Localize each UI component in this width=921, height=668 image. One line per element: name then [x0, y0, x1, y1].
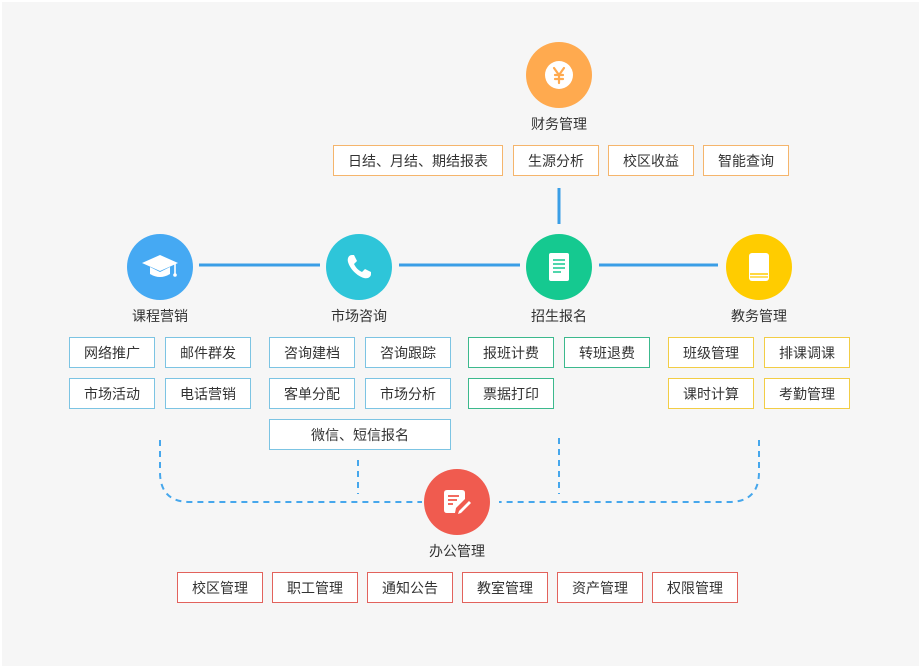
office-tag-permission-mgmt[interactable]: 权限管理: [652, 572, 738, 603]
office-tag-classroom-mgmt[interactable]: 教室管理: [462, 572, 548, 603]
edit-document-icon: [444, 490, 471, 514]
finance-node[interactable]: [526, 42, 592, 108]
finance-tag-smart-query[interactable]: 智能查询: [703, 145, 789, 176]
office-tag-campus-mgmt[interactable]: 校区管理: [177, 572, 263, 603]
office-tag-asset-mgmt[interactable]: 资产管理: [557, 572, 643, 603]
courses-title: 课程营销: [132, 309, 188, 325]
academic-tag-hours-calc[interactable]: 课时计算: [668, 378, 754, 409]
enroll-tag-transfer-refund[interactable]: 转班退费: [564, 337, 650, 368]
enroll-node[interactable]: [526, 234, 592, 300]
consult-title: 市场咨询: [331, 309, 387, 325]
courses-tag-mass-email[interactable]: 邮件群发: [165, 337, 251, 368]
graduation-cap-icon: [142, 255, 178, 277]
yen-coin-icon: [545, 61, 573, 89]
academic-node[interactable]: [726, 234, 792, 300]
courses-tag-market-events[interactable]: 市场活动: [69, 378, 155, 409]
courses-tag-online-promo[interactable]: 网络推广: [69, 337, 155, 368]
academic-tag-class-mgmt[interactable]: 班级管理: [668, 337, 754, 368]
consult-tag-create-file[interactable]: 咨询建档: [269, 337, 355, 368]
phone-icon: [347, 255, 371, 279]
enroll-tag-receipt-print[interactable]: 票据打印: [468, 378, 554, 409]
dashed-link-courses-office: [159, 440, 422, 503]
office-tag-staff-mgmt[interactable]: 职工管理: [272, 572, 358, 603]
academic-tag-scheduling[interactable]: 排课调课: [764, 337, 850, 368]
academic-tag-attendance[interactable]: 考勤管理: [764, 378, 850, 409]
office-title: 办公管理: [429, 544, 485, 560]
consult-tag-follow-up[interactable]: 咨询跟踪: [365, 337, 451, 368]
consult-node[interactable]: [326, 234, 392, 300]
book-icon: [749, 253, 769, 281]
courses-node[interactable]: [127, 234, 193, 300]
consult-tag-client-assign[interactable]: 客单分配: [269, 378, 355, 409]
finance-tag-reports[interactable]: 日结、月结、期结报表: [333, 145, 503, 176]
office-tag-notices[interactable]: 通知公告: [367, 572, 453, 603]
academic-title: 教务管理: [731, 309, 787, 325]
consult-tag-market-analysis[interactable]: 市场分析: [365, 378, 451, 409]
document-icon: [549, 253, 569, 281]
enroll-title: 招生报名: [531, 309, 587, 325]
finance-title: 财务管理: [531, 117, 587, 133]
finance-tag-campus-revenue[interactable]: 校区收益: [608, 145, 694, 176]
consult-tag-wechat-sms-signup[interactable]: 微信、短信报名: [269, 419, 451, 450]
courses-tag-telemarketing[interactable]: 电话营销: [165, 378, 251, 409]
enroll-tag-class-billing[interactable]: 报班计费: [468, 337, 554, 368]
dashed-link-academic-office: [499, 440, 760, 503]
office-node[interactable]: [424, 469, 490, 535]
finance-tag-source-analysis[interactable]: 生源分析: [513, 145, 599, 176]
